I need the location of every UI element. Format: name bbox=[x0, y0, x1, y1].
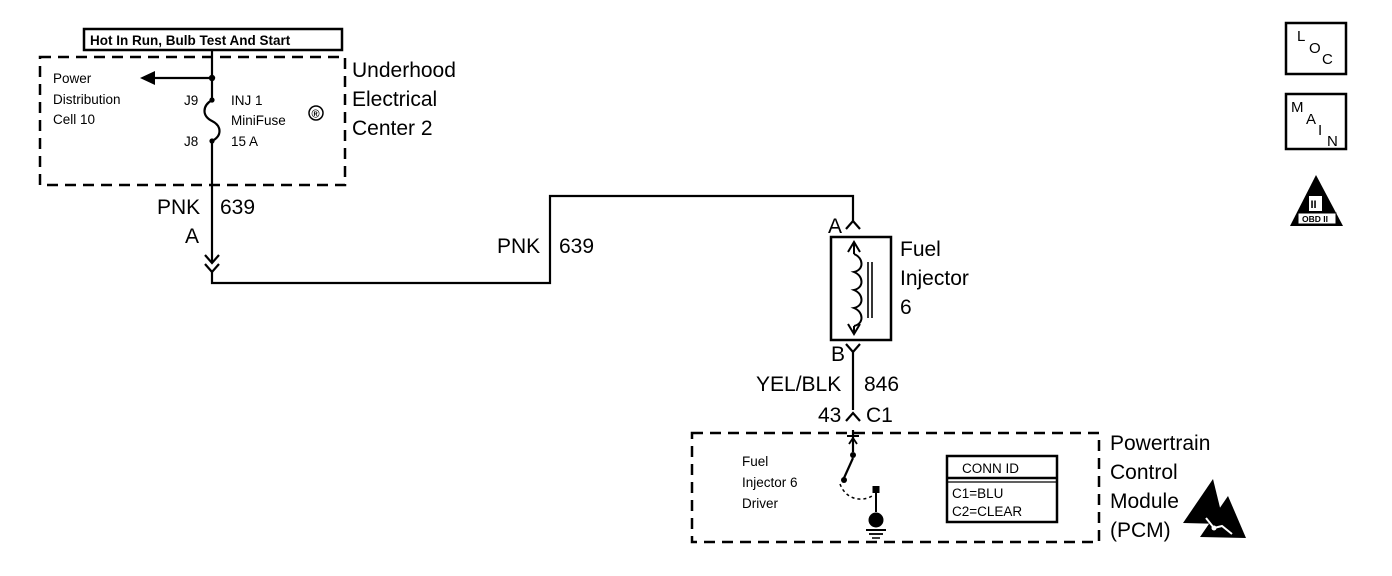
connector-chevron-icon bbox=[845, 343, 861, 354]
loc-letter-l: L bbox=[1297, 28, 1305, 45]
underhood-center-box bbox=[38, 55, 347, 187]
injector-name-line-2: Injector bbox=[900, 267, 969, 290]
connector-chevron-icon bbox=[204, 254, 220, 265]
main-letter-i: I bbox=[1318, 122, 1322, 139]
conn-id-row-1: C1=BLU bbox=[952, 486, 1003, 501]
pcm-name-line-2: Control bbox=[1110, 461, 1178, 484]
pcm-name-line-3: Module bbox=[1110, 490, 1179, 513]
wire-2-circuit: 639 bbox=[559, 235, 594, 258]
main-letter-m: M bbox=[1291, 99, 1304, 116]
main-letter-n: N bbox=[1327, 133, 1338, 150]
registered-mark-circle bbox=[308, 105, 324, 121]
wire-3-color: YEL/BLK bbox=[756, 373, 841, 396]
underhood-name-line-1: Underhood bbox=[352, 59, 456, 82]
main-button[interactable]: M A I N bbox=[1284, 92, 1348, 151]
pcm-name-line-4: (PCM) bbox=[1110, 519, 1171, 542]
fuse-line-3: 15 A bbox=[231, 134, 258, 149]
power-feed-arrow-icon bbox=[140, 71, 155, 85]
underhood-name-line-3: Center 2 bbox=[352, 117, 433, 140]
obd-ii-icon[interactable]: II OBD II bbox=[1290, 175, 1343, 226]
conn-id-table: CONN ID C1=BLU C2=CLEAR bbox=[945, 454, 1059, 524]
esd-warning-icon bbox=[1183, 479, 1246, 538]
injector-name-line-3: 6 bbox=[900, 296, 912, 319]
fuel-injector-box bbox=[829, 235, 893, 342]
connector-chevron-icon bbox=[204, 263, 220, 274]
pcm-name-line-1: Powertrain bbox=[1110, 432, 1210, 455]
fuse-line-1: INJ 1 bbox=[231, 93, 263, 108]
connector-chevron-icon bbox=[845, 219, 861, 230]
power-feed-line-2: Distribution bbox=[53, 92, 121, 107]
pcm-connector-pin: 43 bbox=[818, 404, 841, 427]
main-letter-a: A bbox=[1306, 111, 1316, 128]
loc-letter-c: C bbox=[1322, 51, 1333, 68]
loc-letter-o: O bbox=[1309, 40, 1321, 57]
terminal-j9-label: J9 bbox=[184, 93, 198, 108]
wire-2-color: PNK bbox=[497, 235, 540, 258]
injector-pin-a: A bbox=[828, 215, 842, 238]
obd-label: OBD II bbox=[1302, 214, 1328, 224]
driver-line-1: Fuel bbox=[742, 454, 768, 469]
driver-switch-icon bbox=[839, 430, 886, 539]
injector-pin-b: B bbox=[831, 343, 845, 366]
fuse-line-2: MiniFuse bbox=[231, 113, 286, 128]
wire-1-connector-pin: A bbox=[185, 225, 199, 248]
conn-id-row-2: C2=CLEAR bbox=[952, 504, 1022, 519]
obd-numeral: II bbox=[1311, 199, 1317, 211]
pcm-connector-id: C1 bbox=[866, 404, 893, 427]
wire-pnk-639-route bbox=[210, 194, 855, 285]
wire-1-color: PNK bbox=[157, 196, 200, 219]
registered-mark: ® bbox=[312, 109, 320, 121]
terminal-j8-label: J8 bbox=[184, 134, 198, 149]
injector-name-line-1: Fuel bbox=[900, 238, 941, 261]
connector-chevron-icon bbox=[845, 411, 861, 422]
power-feed-line-3: Cell 10 bbox=[53, 112, 95, 127]
minifuse-icon bbox=[203, 99, 221, 142]
power-feed-line-1: Power bbox=[53, 71, 92, 86]
underhood-name-line-2: Electrical bbox=[352, 88, 437, 111]
driver-line-2: Injector 6 bbox=[742, 475, 798, 490]
wire-1-circuit: 639 bbox=[220, 196, 255, 219]
solenoid-coil-icon bbox=[847, 240, 873, 336]
wire-3-circuit: 846 bbox=[864, 373, 899, 396]
pcm-box bbox=[690, 431, 1101, 544]
header-label: Hot In Run, Bulb Test And Start bbox=[90, 33, 291, 48]
driver-line-3: Driver bbox=[742, 496, 779, 511]
conn-id-title: CONN ID bbox=[962, 461, 1019, 476]
loc-button[interactable]: L O C bbox=[1284, 21, 1348, 76]
